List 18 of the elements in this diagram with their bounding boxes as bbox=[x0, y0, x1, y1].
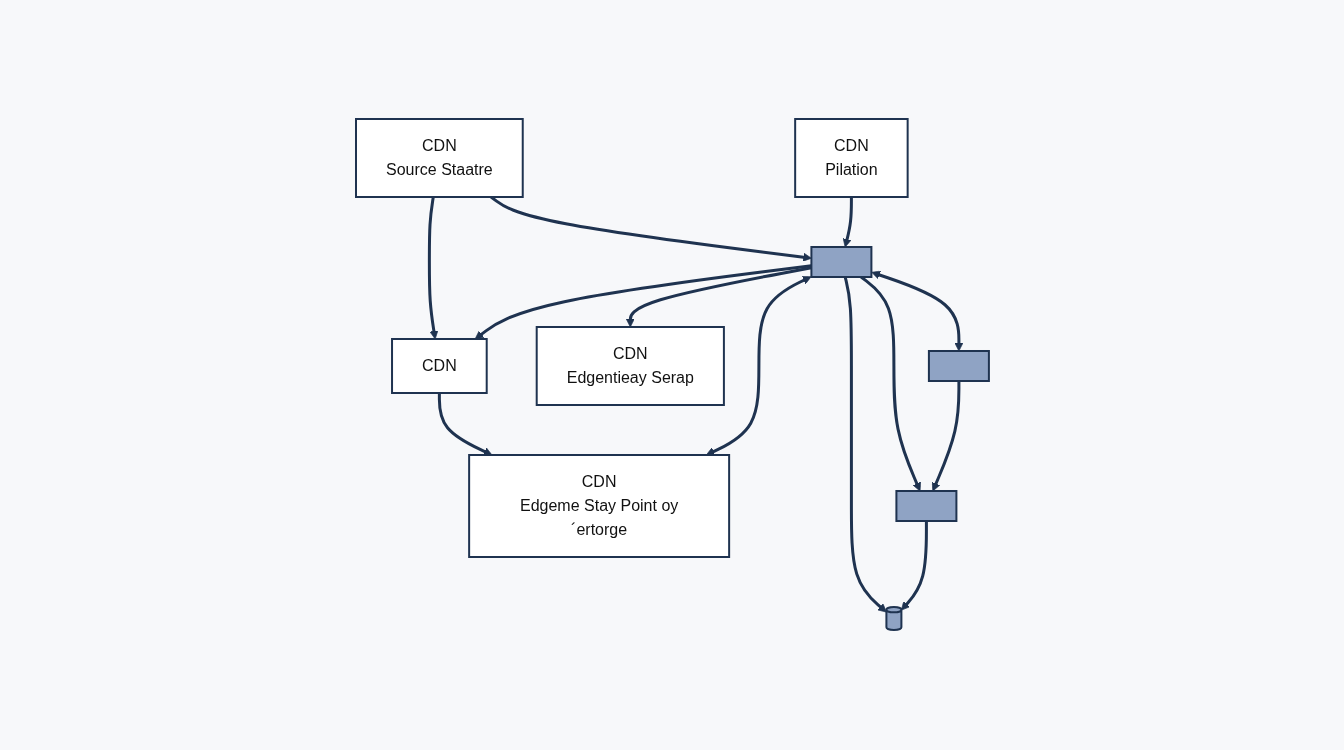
arrow bbox=[427, 197, 438, 340]
node-box: CDN Edgentieay Serap bbox=[535, 326, 725, 407]
arrow bbox=[843, 277, 887, 613]
arrow bbox=[705, 276, 811, 457]
node-box bbox=[809, 246, 872, 279]
arrow bbox=[870, 271, 963, 352]
node-box: CDN bbox=[390, 338, 488, 395]
arrow bbox=[900, 521, 928, 611]
node-cylinder bbox=[884, 606, 902, 632]
arrow bbox=[931, 381, 960, 492]
arrow bbox=[437, 393, 492, 457]
arrow bbox=[842, 197, 853, 248]
node-box bbox=[927, 350, 990, 383]
node-box: CDN Source Staatre bbox=[354, 118, 524, 199]
node-box bbox=[894, 490, 957, 523]
node-box: CDN Pilation bbox=[793, 118, 909, 199]
arrow bbox=[859, 276, 921, 492]
node-box: CDN Edgeme Stay Point oy´ertorge bbox=[467, 454, 730, 559]
